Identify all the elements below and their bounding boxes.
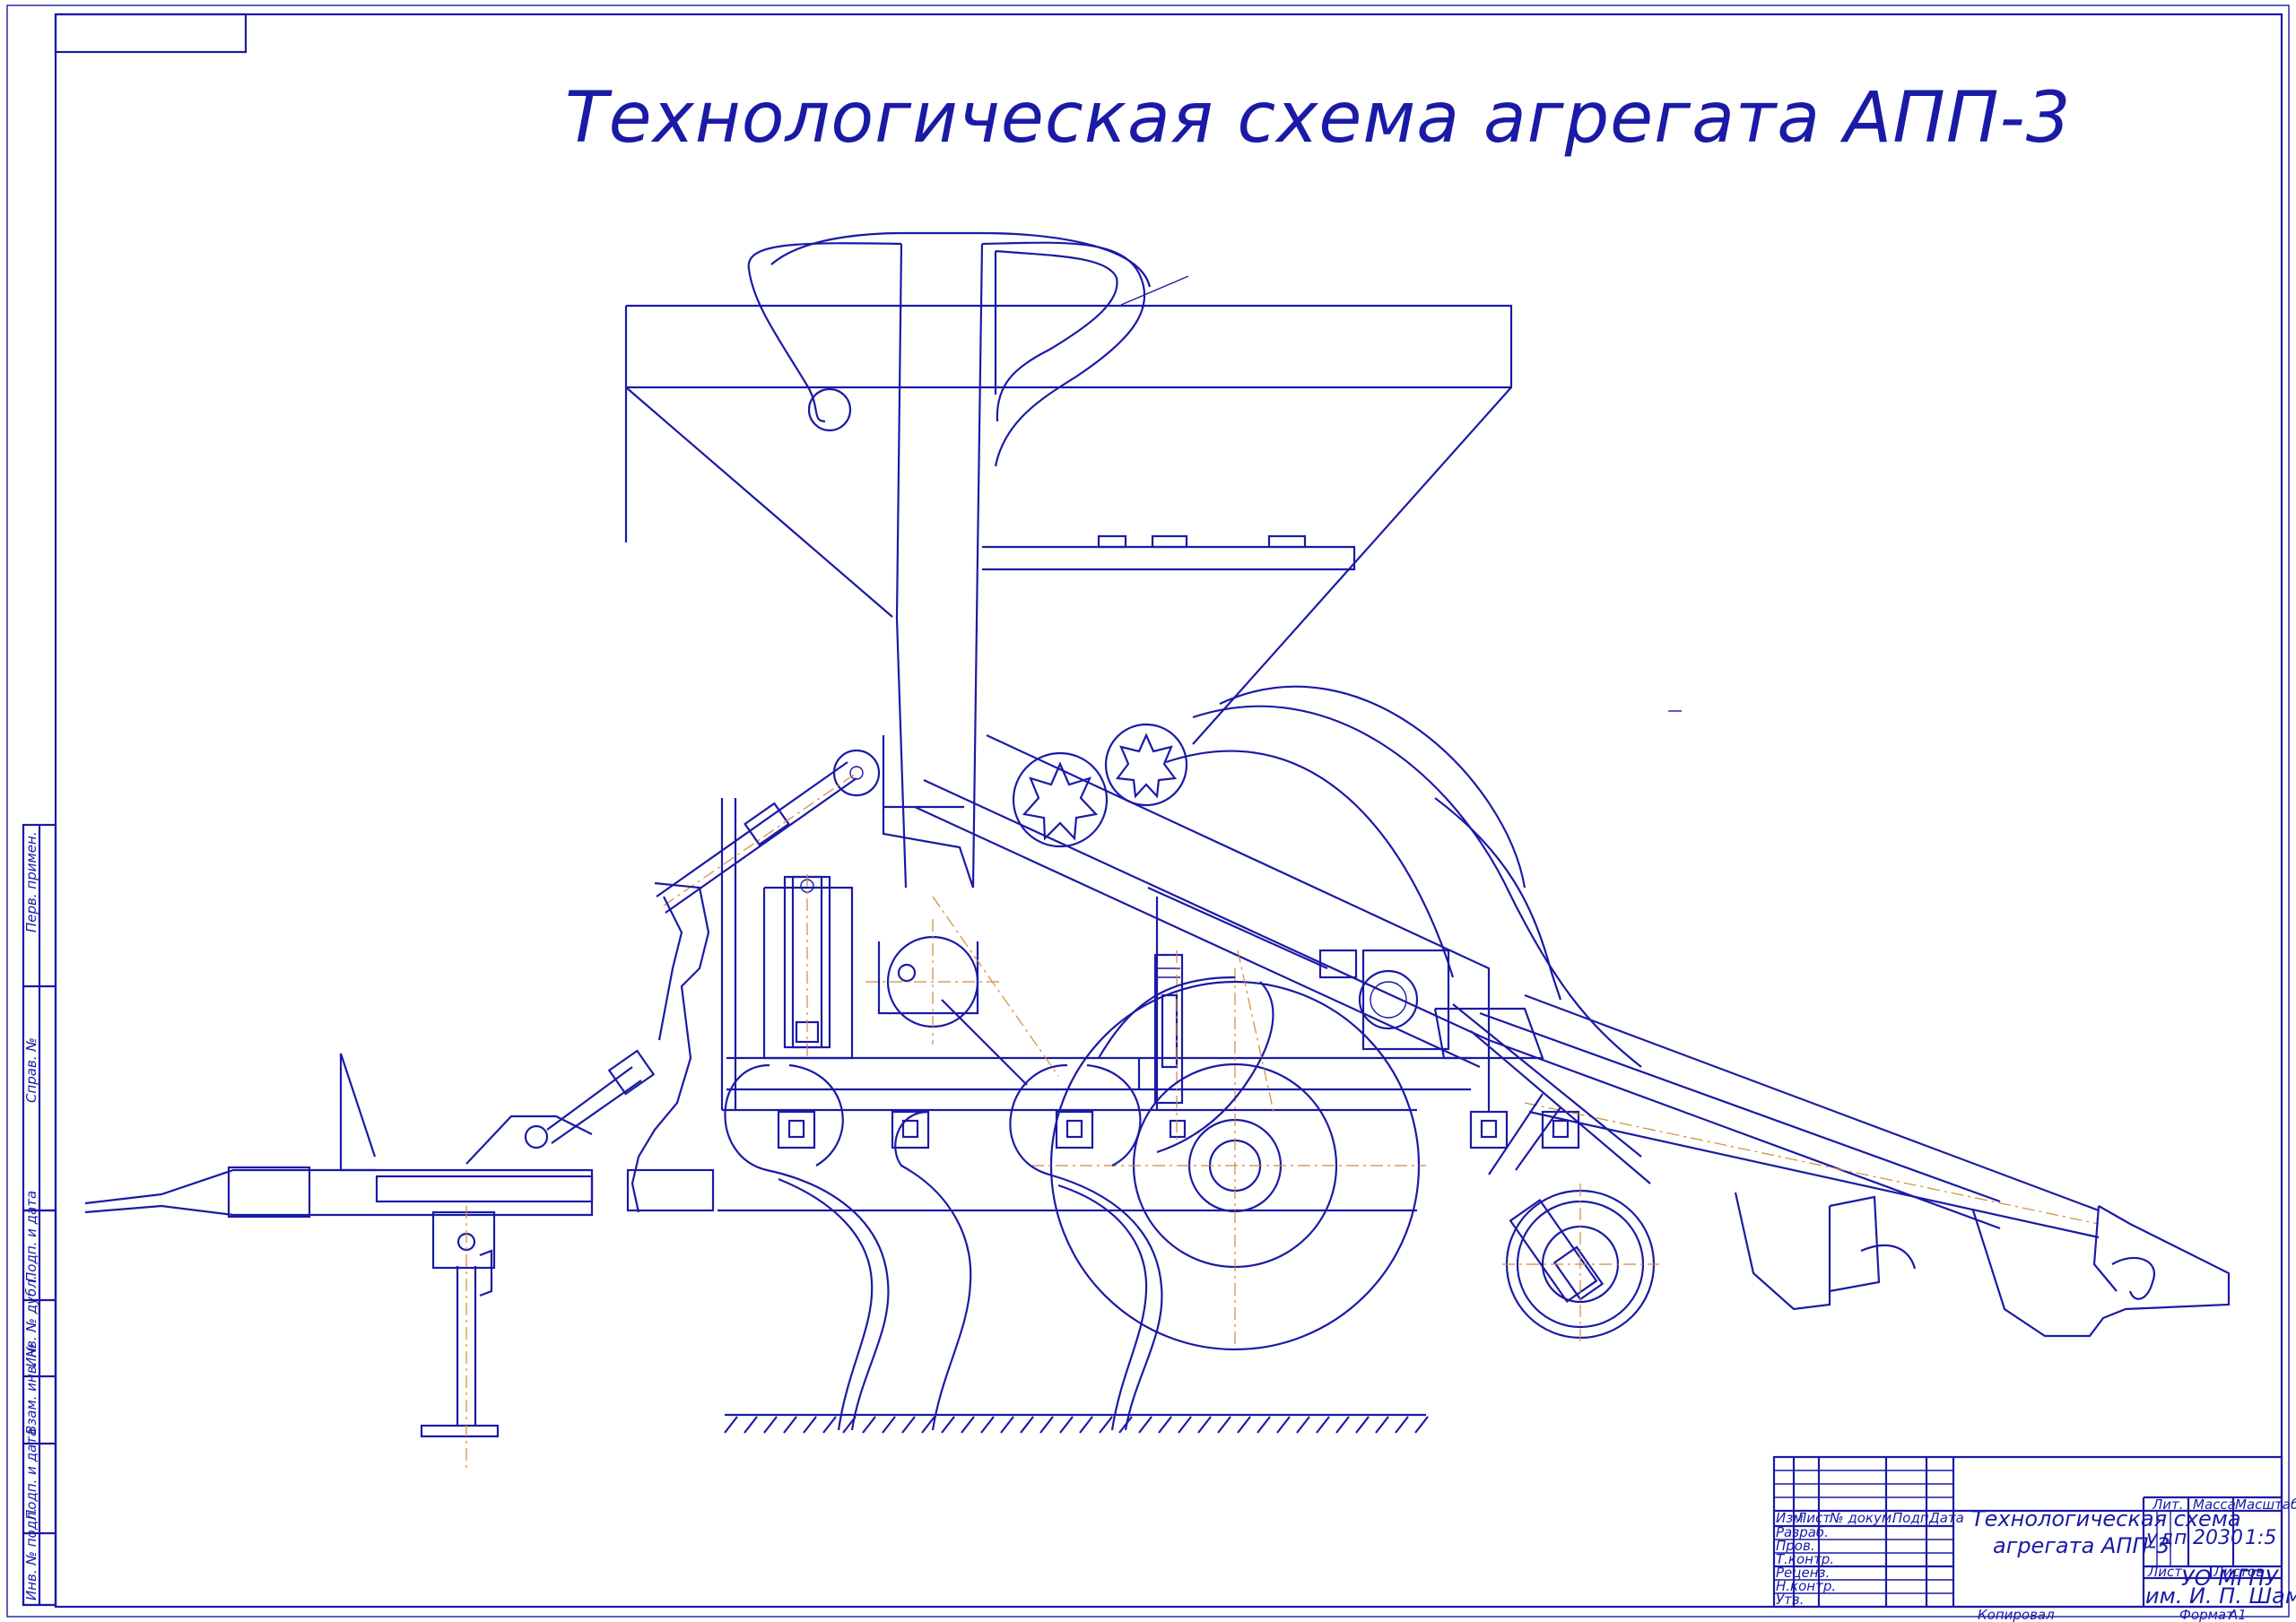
tb-role-norm-control: Н.контр. bbox=[1776, 1578, 1836, 1594]
tb-role-tech-control: Т.контр. bbox=[1776, 1551, 1834, 1567]
ground-hatch-line bbox=[1000, 1416, 1014, 1434]
ground-hatch-line bbox=[1138, 1416, 1152, 1434]
packer-roller bbox=[1488, 1093, 1659, 1345]
tb-org-line1: УО МГПУ bbox=[2181, 1566, 2279, 1591]
tb-role-checker: Пров. bbox=[1776, 1538, 1815, 1554]
ground-hatch-line bbox=[1395, 1416, 1409, 1434]
ground-hatch-line bbox=[1237, 1416, 1251, 1434]
tb-header-list: Лист bbox=[1796, 1510, 1831, 1526]
tb-org-line2: им. И. П. Шамякина bbox=[2145, 1583, 2296, 1609]
strip-label-sign-date-1: Подп. и дата bbox=[23, 1191, 39, 1282]
ground-hatch-line bbox=[1414, 1416, 1429, 1434]
drawbar bbox=[84, 881, 715, 1219]
ground-hatch-line bbox=[1355, 1416, 1370, 1434]
depth-gauge bbox=[1153, 950, 1187, 1143]
ground-hatch-line bbox=[921, 1416, 935, 1434]
tb-role-approved: Утв. bbox=[1776, 1592, 1805, 1608]
tb-scale-value: 1:5 bbox=[2245, 1527, 2276, 1549]
ground-hatch-line bbox=[1020, 1416, 1034, 1434]
ground-hatch-line bbox=[862, 1416, 876, 1434]
ground-hatch-line bbox=[1316, 1416, 1330, 1434]
tb-sheets-label: Листов bbox=[2213, 1564, 2264, 1580]
ground-hatch-line bbox=[1276, 1416, 1291, 1434]
ground-hatch-line bbox=[1118, 1416, 1133, 1434]
ground-line bbox=[724, 1413, 1429, 1434]
tine-clamps bbox=[777, 1110, 1580, 1149]
format-value: А1 bbox=[2228, 1607, 2247, 1622]
ground-hatch-line bbox=[1099, 1416, 1113, 1434]
tb-lit-letter-1: у bbox=[2145, 1527, 2159, 1549]
ground-hatch-line bbox=[822, 1416, 837, 1434]
tb-header-izm: Изм bbox=[1776, 1510, 1804, 1526]
title-block: Изм Лист № докум. Подп. Дата Разраб. Про… bbox=[1772, 1455, 2296, 1609]
ground-hatch-line bbox=[1079, 1416, 1093, 1434]
ground-hatch-line bbox=[941, 1416, 955, 1434]
tb-header-sign: Подп. bbox=[1892, 1510, 1933, 1526]
tb-doc-title-line1: Технологическая схема bbox=[1971, 1506, 2241, 1531]
tb-lit-letter-3: п bbox=[2174, 1527, 2187, 1549]
drive-arm bbox=[747, 231, 1152, 1086]
disk-coulter bbox=[1031, 968, 1426, 1351]
ground-hatch-line bbox=[901, 1416, 916, 1434]
ground-hatch-line bbox=[1059, 1416, 1074, 1434]
tb-scale-label: Масштаб bbox=[2235, 1496, 2296, 1513]
strip-label-sign-date-2: Подп. и дата bbox=[23, 1428, 39, 1520]
ground-hatch-line bbox=[1197, 1416, 1212, 1434]
ground-hatch-line bbox=[803, 1416, 817, 1434]
tb-mass-label: Масса bbox=[2193, 1496, 2236, 1513]
tb-lit-letter-2: д bbox=[2159, 1527, 2173, 1549]
strip-label-replace-no: Взам. инв. № bbox=[23, 1343, 39, 1435]
tb-header-date: Дата bbox=[1928, 1510, 1964, 1526]
spring-tines bbox=[724, 1063, 1580, 1431]
ground-hatch-line bbox=[724, 1416, 738, 1434]
drawing-title: Технологическая схема агрегата АПП-3 bbox=[565, 78, 2071, 159]
format-label: Формат bbox=[2179, 1607, 2235, 1622]
ground-hatch-line bbox=[1335, 1416, 1350, 1434]
rear-harrow-bodies bbox=[1734, 1192, 2231, 1338]
ground-hatch-line bbox=[842, 1416, 857, 1434]
hydraulic-cylinder bbox=[762, 874, 854, 1060]
ground-hatch-line bbox=[1178, 1416, 1192, 1434]
machine-drawing bbox=[84, 231, 2231, 1470]
rear-linkage bbox=[1165, 685, 2100, 1239]
seed-meter-sprockets bbox=[1012, 723, 1188, 848]
ground-hatch-line bbox=[980, 1416, 995, 1434]
parking-jack bbox=[420, 1206, 500, 1470]
ground-hatch-line bbox=[1158, 1416, 1172, 1434]
ground-hatch-line bbox=[1039, 1416, 1054, 1434]
tb-mass-value: 2030 bbox=[2193, 1527, 2243, 1549]
top-left-stamp-box bbox=[54, 13, 248, 54]
tb-role-reviewer: Реценз. bbox=[1776, 1565, 1830, 1581]
ground-hatch-line bbox=[882, 1416, 896, 1434]
sheet-outer-border bbox=[6, 4, 2290, 1618]
tb-sheet-label: Лист bbox=[2147, 1564, 2183, 1580]
tb-header-doc-no: № докум. bbox=[1829, 1510, 1896, 1526]
ground-hatch-line bbox=[961, 1416, 975, 1434]
copied-by-label: Копировал bbox=[1978, 1607, 2055, 1622]
drawing-frame bbox=[54, 13, 2283, 1609]
tb-role-developer: Разраб. bbox=[1776, 1524, 1829, 1540]
tb-doc-title-line2: агрегата АПП-3 bbox=[1993, 1533, 2170, 1558]
main-frame bbox=[718, 734, 1491, 1212]
seed-hopper bbox=[624, 275, 1513, 745]
strip-label-ref-no: Справ. № bbox=[23, 1037, 39, 1103]
strip-label-orig-no: Инв. № подл. bbox=[23, 1508, 39, 1600]
ground-hatch-line bbox=[1296, 1416, 1310, 1434]
strip-label-dupl-no: Инв. № дубл. bbox=[23, 1275, 39, 1367]
tb-lit-label: Лит. bbox=[2152, 1496, 2184, 1513]
ground-hatch-line bbox=[744, 1416, 758, 1434]
top-link bbox=[656, 749, 881, 914]
side-strip: Перв. примен. Справ. № Подп. и дата Инв.… bbox=[22, 823, 57, 1607]
strip-label-first-use: Перв. примен. bbox=[23, 831, 39, 932]
ground-hatch-line bbox=[763, 1416, 778, 1434]
ground-hatch-line bbox=[1217, 1416, 1231, 1434]
ground-hatch-line bbox=[1257, 1416, 1271, 1434]
ground-hatch-line bbox=[1375, 1416, 1389, 1434]
ground-hatch-line bbox=[783, 1416, 797, 1434]
